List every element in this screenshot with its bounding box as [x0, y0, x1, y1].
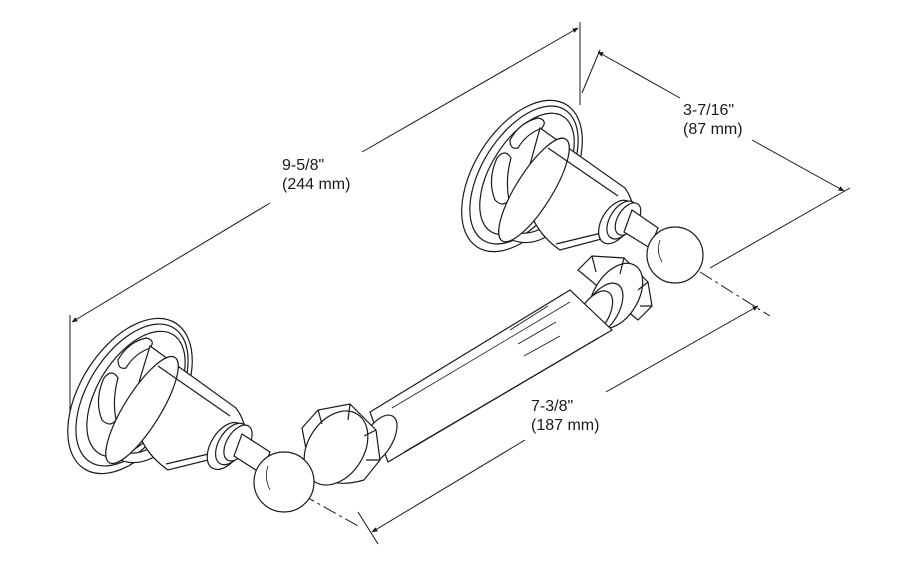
dimension-roller-length — [279, 271, 771, 545]
label-projection-metric: (87 mm) — [683, 121, 743, 138]
label-overall-width: 9-5/8" (244 mm) — [282, 156, 350, 194]
label-roller-length: 7-3/8" (187 mm) — [531, 397, 599, 435]
label-projection-imperial: 3-7/16" — [683, 102, 735, 119]
extension-line-wall — [581, 49, 601, 94]
label-roller-length-metric: (187 mm) — [531, 417, 600, 434]
dimension-line-lower-segment — [371, 439, 526, 533]
centerline-left — [279, 481, 359, 527]
dimension-projection — [581, 49, 851, 269]
right-post — [461, 99, 704, 284]
left-post — [67, 317, 315, 513]
dimension-line-right-segment — [361, 27, 579, 153]
roller-left-nut — [301, 403, 381, 486]
right-finial-ball — [646, 226, 704, 284]
roller-tube — [369, 289, 613, 463]
dimension-line-upper-segment — [605, 305, 759, 393]
centerline-right — [699, 271, 771, 317]
label-roller-length-imperial: 7-3/8" — [531, 398, 574, 415]
label-overall-width-imperial: 9-5/8" — [282, 157, 325, 174]
left-finial-ball — [253, 451, 315, 513]
dimension-line-left-segment — [71, 202, 271, 323]
roller — [301, 255, 653, 486]
label-overall-width-metric: (244 mm) — [282, 176, 351, 193]
dimension-line-upper-segment — [597, 51, 681, 99]
roller-grip-band — [509, 305, 561, 357]
label-projection: 3-7/16" (87 mm) — [683, 101, 743, 139]
extension-line-ball-end — [709, 187, 851, 269]
extension-line-left — [357, 511, 379, 545]
dimension-line-lower-segment — [751, 139, 845, 192]
